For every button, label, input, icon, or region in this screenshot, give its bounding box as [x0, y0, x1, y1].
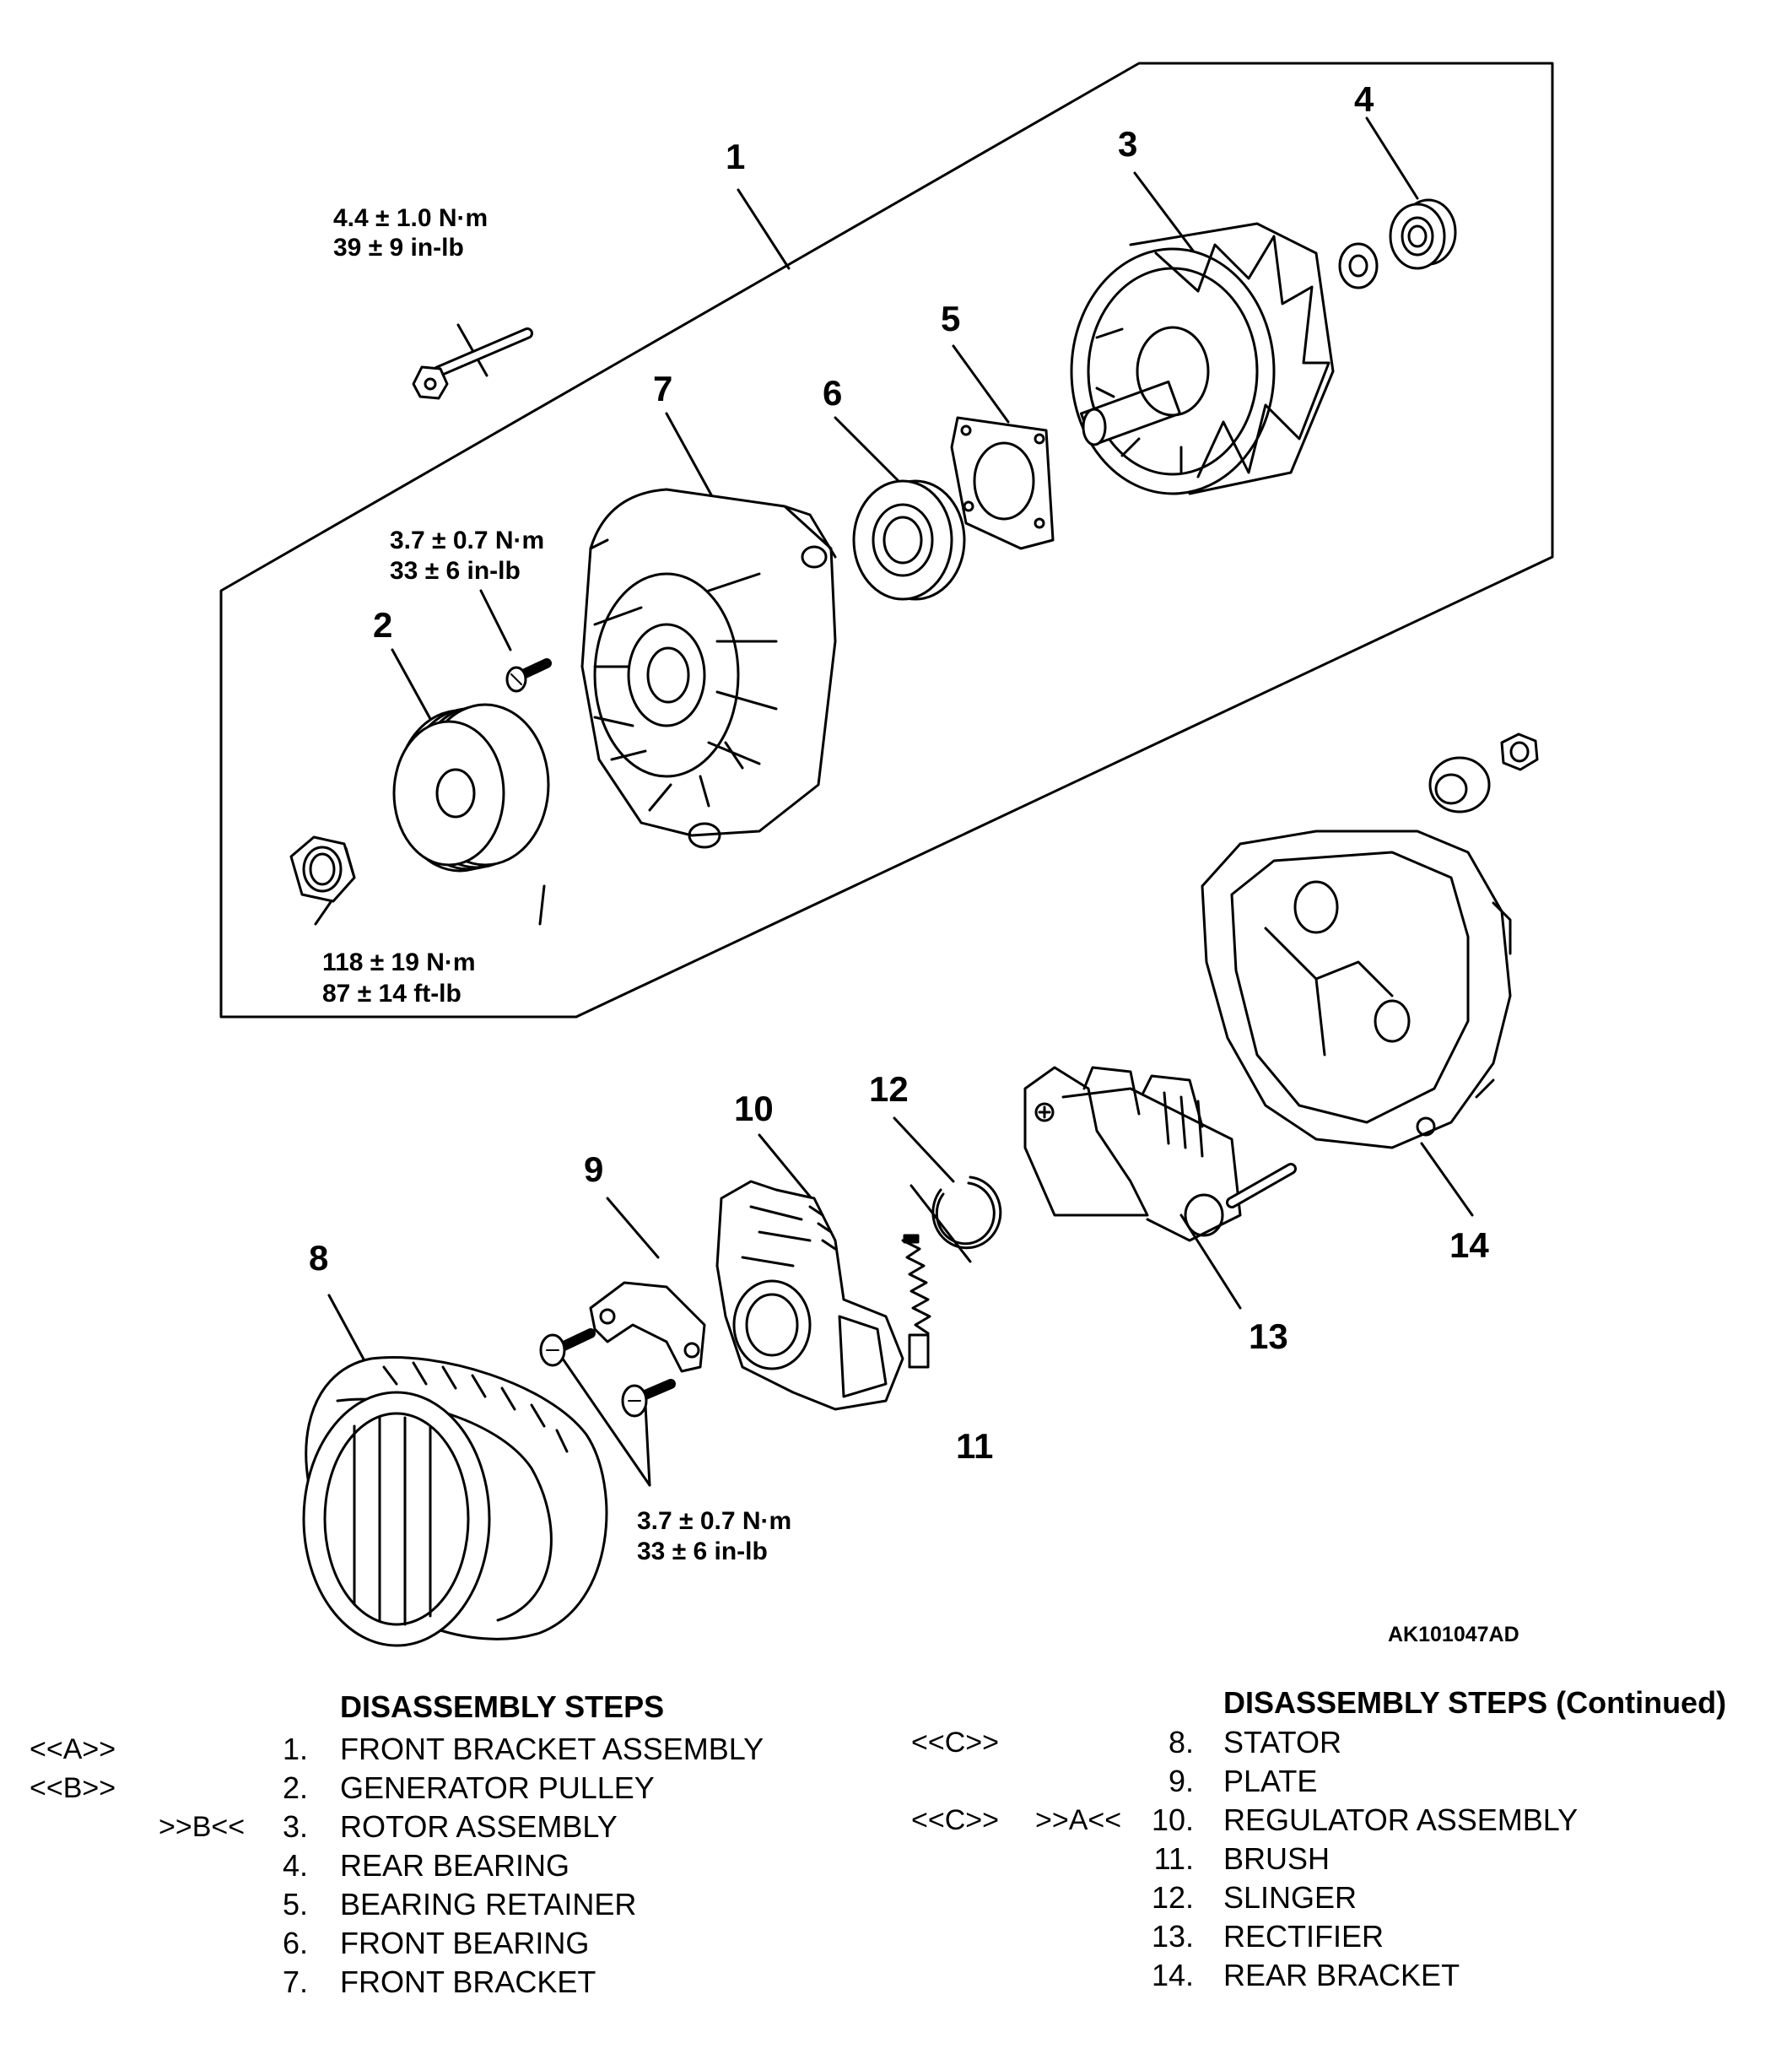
lower-screw-icon [539, 1328, 596, 1367]
step-name: FRONT BRACKET ASSEMBLY [340, 1732, 764, 1766]
step-number: 14. [1151, 1958, 1194, 1992]
callout-2: 2 [373, 605, 392, 645]
front-bearing-icon [852, 479, 966, 601]
step-mark: <<C>> [911, 1804, 999, 1836]
callout-9: 9 [584, 1149, 603, 1189]
step-mark: <<C>> [911, 1727, 999, 1759]
rear-bearing-icon [1389, 198, 1457, 270]
brush-icon [901, 1234, 931, 1369]
lower-screw-icon [621, 1379, 676, 1418]
step-number: 10. [1151, 1802, 1194, 1837]
steps-left-title: DISASSEMBLY STEPS [340, 1689, 665, 1724]
leader-lines [314, 116, 1474, 1487]
step-name: SLINGER [1223, 1880, 1357, 1915]
step-mark: >>A<< [1035, 1804, 1122, 1836]
callout-8: 8 [309, 1238, 328, 1278]
step-number: 4. [282, 1848, 308, 1883]
figure-id: AK101047AD [1388, 1623, 1519, 1646]
torque-nut-imperial: 87 ± 14 ft-lb [322, 980, 461, 1008]
plate-icon [589, 1281, 706, 1373]
step-number: 9. [1168, 1764, 1194, 1798]
torque-nut-metric: 118 ± 19 N·m [322, 949, 476, 976]
callout-10: 10 [734, 1089, 774, 1128]
step-number: 2. [282, 1770, 308, 1805]
callout-labels: 1 2 3 4 5 6 7 8 9 10 11 12 13 14 [309, 79, 1489, 1466]
callout-11: 11 [956, 1426, 993, 1466]
step-name: BRUSH [1223, 1841, 1331, 1876]
step-name: GENERATOR PULLEY [340, 1770, 655, 1805]
step-mark: >>B<< [159, 1811, 246, 1843]
rectifier-icon [1023, 1066, 1297, 1242]
step-name: FRONT BRACKET [340, 1965, 596, 1999]
nut-icon [289, 835, 356, 903]
step-number: 6. [282, 1926, 308, 1960]
step-number: 13. [1151, 1919, 1194, 1954]
callout-1: 1 [726, 137, 745, 176]
step-name: REAR BEARING [340, 1848, 570, 1883]
screw-icon [505, 658, 552, 693]
callout-5: 5 [941, 299, 960, 338]
step-number: 5. [282, 1887, 308, 1921]
stator-icon [302, 1355, 608, 1647]
callout-3: 3 [1118, 124, 1137, 164]
callout-13: 13 [1249, 1316, 1288, 1356]
bushing-icon [1428, 756, 1491, 813]
step-mark: <<B>> [30, 1772, 116, 1804]
bolt-icon [412, 327, 533, 400]
step-name: RECTIFIER [1223, 1919, 1384, 1954]
slinger-icon [931, 1176, 1002, 1250]
steps-right-title: DISASSEMBLY STEPS (Continued) [1223, 1685, 1727, 1720]
step-name: PLATE [1223, 1764, 1318, 1798]
torque-regulator-metric: 3.7 ± 0.7 N·m [637, 1507, 791, 1535]
torque-bolt-imperial: 39 ± 9 in-lb [333, 234, 464, 262]
step-number: 7. [282, 1965, 308, 1999]
step-name: ROTOR ASSEMBLY [340, 1809, 618, 1844]
steps-left: DISASSEMBLY STEPS <<A>> 1. FRONT BRACKET… [0, 1688, 894, 2051]
callout-12: 12 [869, 1069, 909, 1109]
regulator-assembly-icon [715, 1180, 904, 1411]
front-bracket-icon [580, 488, 837, 849]
callout-4: 4 [1354, 79, 1374, 119]
step-mark: <<A>> [30, 1733, 116, 1765]
callout-14: 14 [1449, 1225, 1489, 1265]
step-number: 12. [1151, 1880, 1194, 1915]
step-name: FRONT BEARING [340, 1926, 590, 1960]
callout-6: 6 [823, 373, 842, 413]
step-name: STATOR [1223, 1725, 1342, 1759]
torque-screw-metric: 3.7 ± 0.7 N·m [390, 527, 544, 554]
callout-7: 7 [653, 369, 672, 408]
bearing-retainer-icon [950, 416, 1055, 550]
step-name: BEARING RETAINER [340, 1887, 637, 1921]
torque-bolt-metric: 4.4 ± 1.0 N·m [333, 204, 488, 232]
step-number: 11. [1153, 1841, 1194, 1876]
assembly-boundary [219, 62, 1554, 1019]
torque-labels: 4.4 ± 1.0 N·m 39 ± 9 in-lb 3.7 ± 0.7 N·m… [322, 204, 791, 1565]
washer-inner [1348, 254, 1368, 278]
rear-bracket-icon [1201, 830, 1512, 1149]
terminal-nut-icon [1500, 732, 1539, 771]
torque-regulator-imperial: 33 ± 6 in-lb [637, 1538, 768, 1565]
step-name: REAR BRACKET [1223, 1958, 1460, 1992]
rotor-assembly-icon [1070, 222, 1335, 495]
washer-icon [1338, 242, 1379, 289]
step-number: 1. [282, 1732, 308, 1766]
torque-screw-imperial: 33 ± 6 in-lb [390, 557, 521, 585]
step-name: REGULATOR ASSEMBLY [1223, 1802, 1579, 1837]
step-number: 8. [1168, 1725, 1194, 1759]
steps-right: DISASSEMBLY STEPS (Continued) <<C>> 8. S… [894, 1684, 1792, 2046]
step-number: 3. [282, 1809, 308, 1844]
pulley-icon [392, 703, 550, 873]
exploded-view-diagram: 1 2 3 4 5 6 7 8 9 10 11 12 13 14 4.4 ± 1… [219, 62, 1554, 1647]
